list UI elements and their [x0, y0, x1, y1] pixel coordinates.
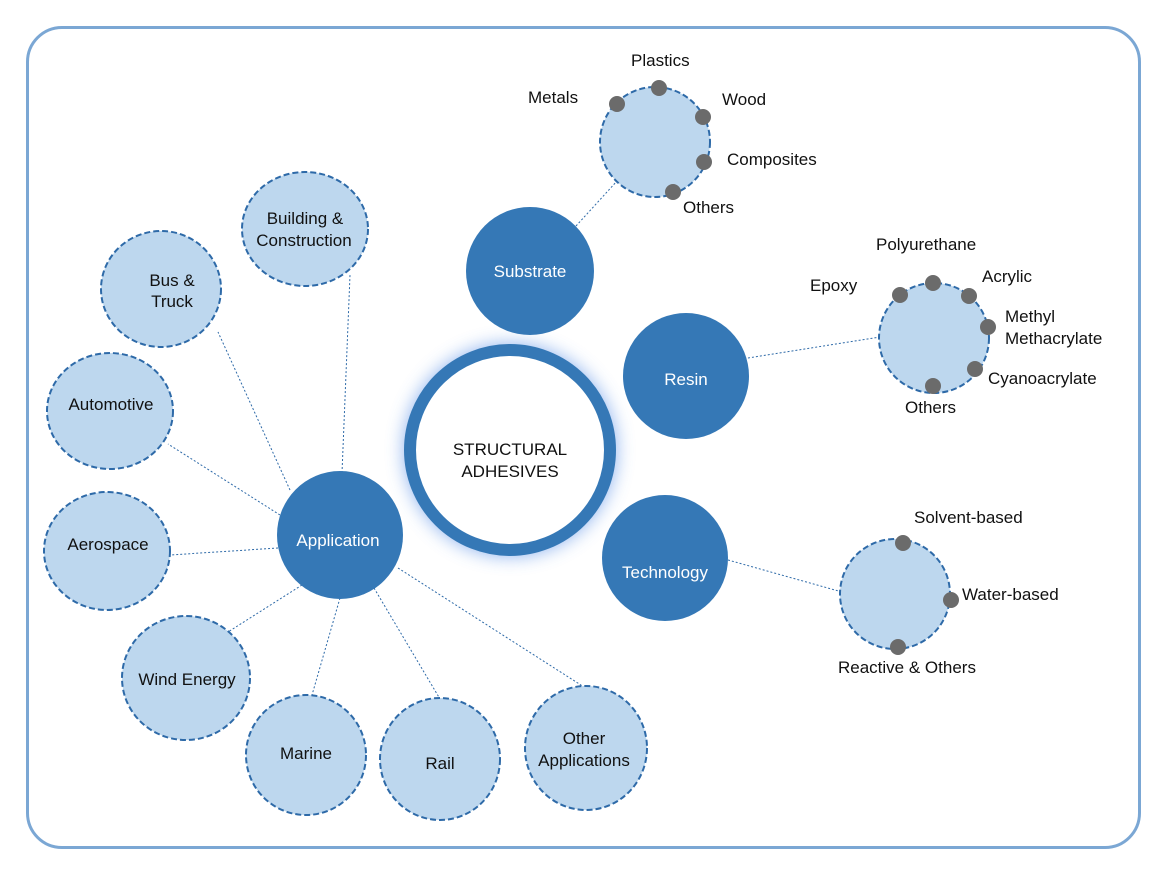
connector-technology — [727, 559, 843, 593]
dot-wood — [695, 109, 711, 125]
dot-water — [943, 592, 959, 608]
dot-cyanoacrylate — [967, 361, 983, 377]
dot-resin-others — [925, 378, 941, 394]
connector-bus — [217, 331, 291, 491]
label-substrate-others: Others — [683, 198, 734, 217]
diagram-frame — [26, 26, 1141, 849]
leaf-label-bus-2: Truck — [151, 292, 193, 311]
label-mma-line-2: Methacrylate — [1005, 329, 1102, 348]
connector-automotive — [167, 443, 281, 516]
dot-polyurethane — [925, 275, 941, 291]
connector-resin — [747, 336, 881, 359]
leaf-other-applications[interactable] — [524, 685, 648, 811]
center-title-line-1: STRUCTURAL — [453, 440, 567, 459]
leaf-rail[interactable] — [379, 697, 501, 821]
connector-substrate — [575, 180, 618, 227]
dot-solvent — [895, 535, 911, 551]
dot-reactive — [890, 639, 906, 655]
leaf-label-building-1: Building & — [267, 209, 344, 228]
dot-mma — [980, 319, 996, 335]
leaf-marine[interactable] — [245, 694, 367, 816]
leaf-aerospace[interactable] — [43, 491, 171, 611]
substrate-cluster — [599, 86, 711, 198]
leaf-label-other-1: Other — [563, 729, 606, 748]
dot-acrylic — [961, 288, 977, 304]
dot-substrate-others — [665, 184, 681, 200]
leaf-label-aerospace: Aerospace — [67, 535, 148, 554]
leaf-building[interactable] — [241, 171, 369, 287]
connector-aerospace — [169, 547, 279, 556]
label-reactive: Reactive & Others — [838, 658, 976, 677]
segment-technology[interactable]: Technology — [602, 495, 728, 621]
leaf-bus-truck[interactable] — [100, 230, 222, 348]
label-water: Water-based — [962, 585, 1059, 604]
label-wood: Wood — [722, 90, 766, 109]
leaf-wind-energy[interactable] — [121, 615, 251, 741]
label-resin-others: Others — [905, 398, 956, 417]
dot-composites — [696, 154, 712, 170]
leaf-label-other-2: Applications — [538, 751, 630, 770]
connector-marine — [311, 597, 341, 696]
dot-epoxy — [892, 287, 908, 303]
connector-other — [397, 567, 585, 688]
leaf-label-marine: Marine — [280, 744, 332, 763]
dot-plastics — [651, 80, 667, 96]
leaf-label-wind-energy: Wind Energy — [138, 670, 236, 689]
label-polyurethane: Polyurethane — [876, 235, 976, 254]
leaf-label-building-2: Construction — [256, 231, 351, 250]
center-title-line-2: ADHESIVES — [461, 462, 558, 481]
label-metals: Metals — [528, 88, 578, 107]
leaf-label-automotive: Automotive — [68, 395, 153, 414]
segment-label: Resin — [664, 370, 707, 389]
segment-label: Substrate — [494, 262, 567, 281]
dot-metals — [609, 96, 625, 112]
connector-wind — [227, 584, 303, 633]
leaf-label-bus-1: Bus & — [149, 271, 195, 290]
leaf-label-rail: Rail — [425, 754, 454, 773]
label-mma-line-1: Methyl — [1005, 307, 1055, 326]
segment-label: Application — [296, 531, 379, 550]
leaf-automotive[interactable] — [46, 352, 174, 470]
segment-application[interactable]: Application — [277, 471, 403, 599]
label-acrylic: Acrylic — [982, 267, 1033, 286]
label-cyanoacrylate: Cyanoacrylate — [988, 369, 1097, 388]
technology-cluster — [839, 538, 951, 650]
label-composites: Composites — [727, 150, 817, 169]
connector-building — [341, 274, 351, 474]
label-solvent: Solvent-based — [914, 508, 1023, 527]
connector-rail — [373, 587, 441, 700]
center-node[interactable] — [404, 344, 616, 556]
label-epoxy: Epoxy — [810, 276, 858, 295]
segment-label: Technology — [622, 563, 709, 582]
label-plastics: Plastics — [631, 51, 690, 70]
segment-substrate[interactable]: Substrate — [466, 207, 594, 335]
segment-resin[interactable]: Resin — [623, 313, 749, 439]
